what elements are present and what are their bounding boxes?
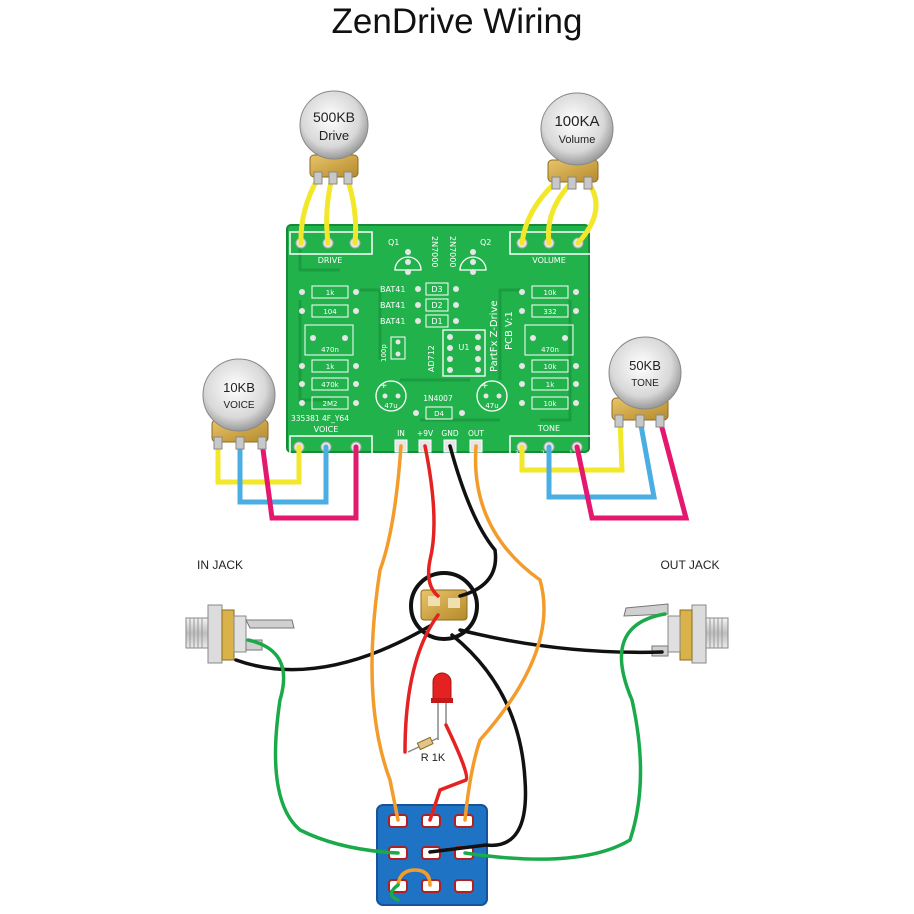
res-right-5: 1k xyxy=(546,381,555,389)
transistor2-label: 2N7000 xyxy=(448,236,457,267)
cap-47u-left-label: 47u xyxy=(384,402,397,410)
cap-100p-label: 100p xyxy=(380,344,388,362)
pot-tone-value: 50KB xyxy=(629,358,661,373)
pcb-serial: 335381 4F_Y64 xyxy=(291,414,349,423)
res-left-2: 104 xyxy=(323,308,337,316)
voice-knob-icon xyxy=(202,358,276,432)
res-left-4: 1k xyxy=(326,363,335,371)
diode-array: BAT41 BAT41 BAT41 D3 D2 D1 xyxy=(380,282,459,328)
pcb-pin-1: 1 xyxy=(569,450,573,457)
out-jack-label: OUT JACK xyxy=(660,558,719,572)
pcb-pin-3: 3 xyxy=(515,450,519,457)
pad-gnd-label: GND xyxy=(441,429,458,438)
tone-knob-icon xyxy=(608,336,682,410)
pcb-label-voice: VOICE xyxy=(314,425,339,434)
footswitch-3pdt xyxy=(376,804,488,906)
res-left-1: 1k xyxy=(326,289,335,297)
ic-u1: U1 AD712 PartFx Z-Drive PCB V:1 xyxy=(427,300,515,377)
in-jack xyxy=(185,604,295,664)
pcb-brand: PartFx Z-Drive xyxy=(489,300,500,372)
res-left-5: 470k xyxy=(321,381,339,389)
pcb-label-drive: DRIVE xyxy=(318,256,343,265)
pcb-pin-2: 2 xyxy=(541,450,545,457)
out-jack xyxy=(623,603,729,664)
d1-label: D1 xyxy=(431,317,442,326)
pot-voice-name: VOICE xyxy=(223,400,254,411)
main-wires xyxy=(234,444,667,902)
d2-label: D2 xyxy=(431,301,442,310)
pad-9v-label: +9V xyxy=(417,429,434,438)
diagram-title: ZenDrive Wiring xyxy=(331,2,583,41)
pot-drive: 500KB Drive xyxy=(299,90,369,185)
transistor-q1: Q1 2N7000 xyxy=(388,236,439,275)
diode-d4: 1N4007 D4 xyxy=(413,394,465,420)
res-right-3: 470n xyxy=(541,346,559,354)
q1-label: Q1 xyxy=(388,238,399,247)
bat41-2: BAT41 xyxy=(380,301,405,310)
pad-out-label: OUT xyxy=(468,429,484,438)
res-right-2: 332 xyxy=(543,308,556,316)
pot-drive-value: 500KB xyxy=(313,109,355,125)
pot-tone: 50KB TONE xyxy=(608,336,682,428)
cap-47u-left: + 47u xyxy=(375,380,407,412)
bat41-1: BAT41 xyxy=(380,285,405,294)
res-left-6: 2M2 xyxy=(323,400,338,408)
res-left-3: 470n xyxy=(321,346,339,354)
resistor-1k-icon xyxy=(407,736,439,753)
pot-voice: 10KB VOICE xyxy=(202,358,276,450)
volume-knob-icon xyxy=(540,92,614,166)
opamp-label: AD712 xyxy=(427,345,436,372)
led-icon xyxy=(431,672,453,740)
u1-label: U1 xyxy=(459,343,470,352)
pot-tone-name: TONE xyxy=(631,378,659,389)
pot-volume-name: Volume xyxy=(559,134,596,146)
bat41-3: BAT41 xyxy=(380,317,405,326)
q2-label: Q2 xyxy=(480,238,491,247)
left-components: 1k 104 470n 1k 470k 2M2 xyxy=(299,285,359,410)
diode-1n4007-label: 1N4007 xyxy=(423,394,453,403)
res-right-6: 10k xyxy=(544,400,558,408)
pot-wires xyxy=(215,175,690,521)
res-right-4: 10k xyxy=(544,363,558,371)
pot-volume: 100KA Volume xyxy=(540,92,614,190)
pot-volume-value: 100KA xyxy=(554,113,599,130)
right-components: 10k 332 470n 10k 1k 10k xyxy=(519,285,579,410)
pot-voice-value: 10KB xyxy=(223,380,255,395)
d3-label: D3 xyxy=(431,285,442,294)
pot-drive-name: Drive xyxy=(319,128,349,143)
in-jack-label: IN JACK xyxy=(197,558,243,572)
cap-47u-right-label: 47u xyxy=(485,402,498,410)
cap-47u-right: + 47u xyxy=(476,380,508,412)
d4-label: D4 xyxy=(434,410,444,418)
dc-jack xyxy=(409,571,479,641)
pcb-version: PCB V:1 xyxy=(504,311,515,350)
svg-text:+: + xyxy=(481,381,489,391)
res-right-1: 10k xyxy=(544,289,558,297)
pcb-label-volume: VOLUME xyxy=(532,256,566,265)
svg-text:+: + xyxy=(380,381,388,391)
transistor-q2: Q2 2N7000 xyxy=(448,236,491,275)
drive-knob-icon xyxy=(299,90,369,160)
pcb-label-tone: TONE xyxy=(537,424,560,433)
resistor-label: R 1K xyxy=(421,752,446,764)
transistor1-label: 2N7000 xyxy=(430,236,439,267)
cap-100p: 100p xyxy=(380,336,406,362)
pad-in-label: IN xyxy=(397,429,405,438)
pcb-board xyxy=(286,224,590,453)
